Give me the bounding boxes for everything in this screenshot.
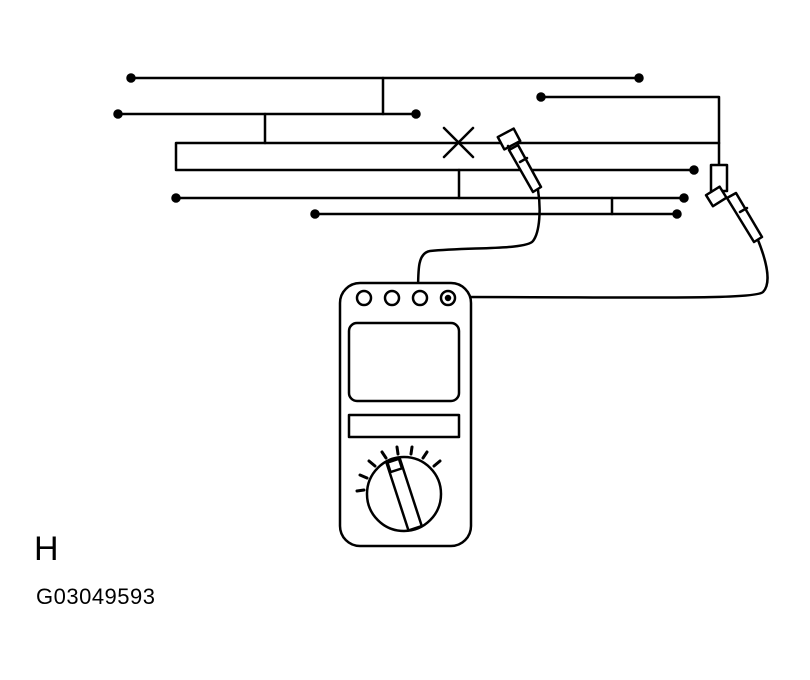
dial-knob	[365, 455, 443, 533]
test-probe-right	[458, 163, 769, 299]
view-letter-label: H	[34, 530, 59, 568]
figure-code-label: G03049593	[36, 584, 156, 609]
probe-jack-row	[355, 289, 457, 307]
meter-display	[347, 321, 461, 403]
wiring-harness	[113, 73, 721, 219]
probe-right-lead	[458, 238, 769, 299]
jack-plug-center	[444, 294, 452, 302]
probe-left-detail	[518, 156, 529, 164]
wire-end-dot	[672, 209, 682, 219]
wire-right-feed	[539, 95, 721, 167]
probe-right-detail	[738, 206, 749, 214]
wire-end-dot	[679, 193, 689, 203]
probe-left-lead	[416, 188, 541, 297]
dial-ticks	[355, 445, 442, 493]
tested-circuit-wire	[174, 141, 696, 172]
probe-right-body	[725, 191, 764, 244]
wire-end-dot	[411, 109, 421, 119]
test-probe-left	[416, 127, 543, 297]
wire-end-dot	[310, 209, 320, 219]
meter-button-bar	[347, 413, 461, 439]
jack-4	[439, 289, 457, 307]
probe-left-clip	[496, 127, 522, 151]
wire-end-dot	[113, 109, 123, 119]
digital-multimeter	[338, 281, 473, 548]
probe-left-body	[507, 143, 543, 194]
wire-end-dot	[171, 193, 181, 203]
jack-3	[411, 289, 429, 307]
dial-pointer	[384, 456, 424, 532]
jack-1	[355, 289, 373, 307]
jack-2	[383, 289, 401, 307]
rotary-selector-dial	[355, 445, 443, 533]
wire-end-dot	[536, 92, 546, 102]
open-circuit-x-mark	[442, 126, 475, 159]
wire-end-dot	[634, 73, 644, 83]
probe-right-jaw	[704, 185, 728, 208]
wire-end-dot	[126, 73, 136, 83]
wire-end-dot	[689, 165, 699, 175]
